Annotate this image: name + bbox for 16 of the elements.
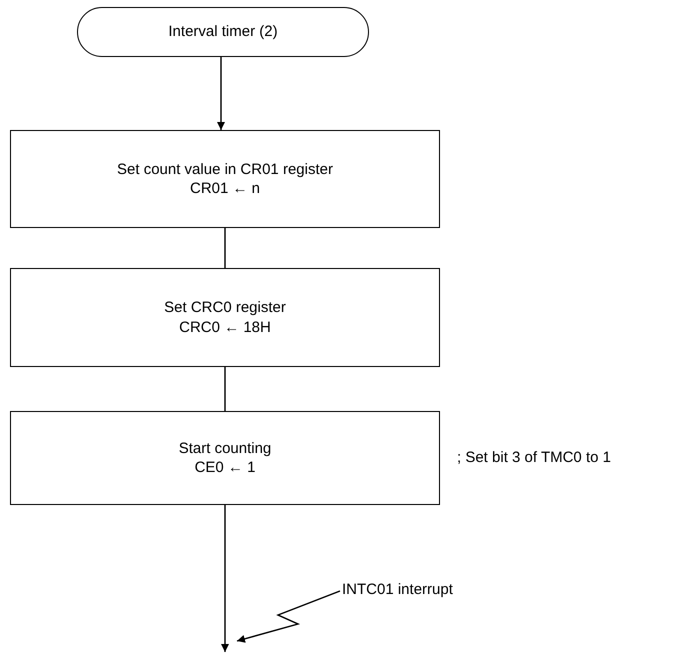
process-box [10,268,440,367]
step-assignment: CRC0 ← 18H [179,318,271,337]
arrow [217,57,225,130]
arrow [221,505,229,652]
step-assignment: CR01 ← n [190,179,260,198]
step-comment: ; Set bit 3 of TMC0 to 1 [457,448,611,468]
process-box [10,130,440,228]
step-title: Set CRC0 register [164,298,286,318]
step-title: Start counting [178,438,272,458]
step-assignment: CE0 ← 1 [194,458,256,478]
step-title: Interval timer (2) [168,22,278,42]
process-box [10,411,440,505]
step-title: Set count value in CR01 register [117,160,333,179]
interrupt-label: INTC01 interrupt [342,578,512,602]
terminal-box [77,7,369,57]
lightning-arrow [236,590,340,643]
